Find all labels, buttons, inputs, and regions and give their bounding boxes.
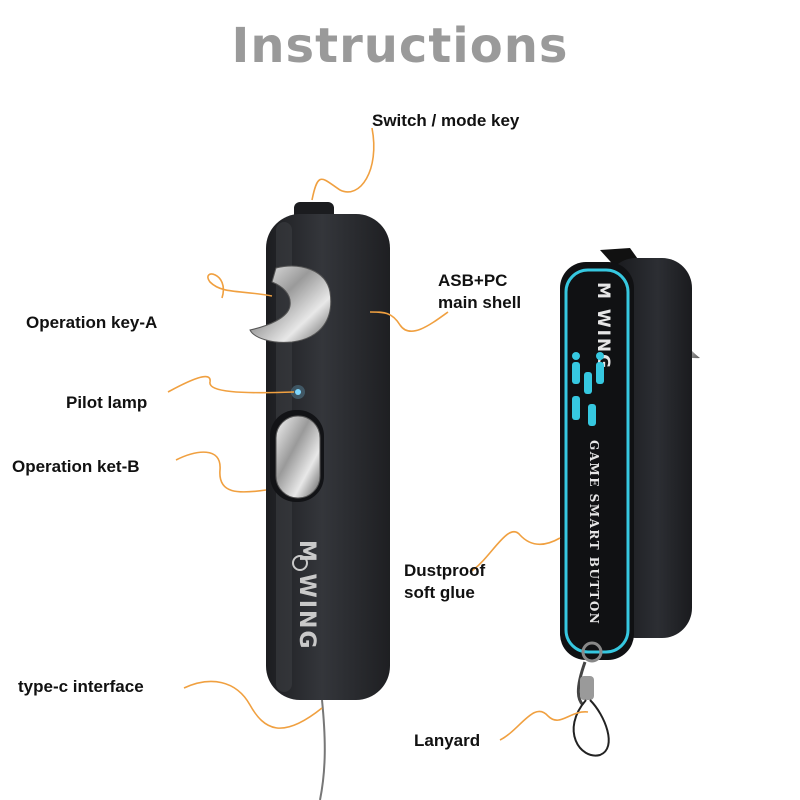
- operation-key-a: [249, 265, 332, 343]
- callout-lines: [167, 127, 589, 741]
- label-operation-key-b: Operation ket-B: [12, 457, 140, 476]
- callout-operation-key-a: [207, 273, 273, 299]
- callout-pilot-lamp: [167, 375, 295, 394]
- label-type-c-interface: type-c interface: [18, 677, 144, 696]
- callout-dustproof: [469, 531, 561, 573]
- label-lanyard: Lanyard: [414, 731, 481, 750]
- lanyard-ring: [581, 641, 603, 663]
- front-device: M WING: [249, 202, 390, 800]
- back-brand-text: M WING: [593, 282, 613, 370]
- game-figures-icon: [572, 352, 604, 426]
- callout-type-c: [183, 680, 323, 729]
- dustproof-soft-glue: [560, 262, 634, 660]
- label-operation-key-a: Operation key-A: [26, 313, 158, 332]
- crosshair-icon: [292, 555, 308, 571]
- callout-operation-key-b: [175, 451, 267, 493]
- page-title: Instructions: [231, 18, 569, 74]
- callout-switch-mode-key: [311, 127, 375, 201]
- label-dustproof-soft-glue: Dustproof soft glue: [404, 561, 486, 602]
- label-pilot-lamp: Pilot lamp: [66, 393, 148, 412]
- label-switch-mode-key: Switch / mode key: [372, 111, 520, 130]
- pilot-lamp-indicator: [295, 389, 301, 395]
- callout-main-shell: [369, 311, 449, 332]
- accent-border: [564, 268, 630, 654]
- lanyard-clasp: [580, 676, 594, 700]
- lanyard-loop: [572, 699, 610, 757]
- back-slogan-text: GAME SMART BUTTON: [587, 440, 601, 625]
- callout-lanyard: [499, 710, 589, 741]
- operation-key-b: [275, 415, 321, 499]
- label-main-shell: ASB+PC main shell: [438, 271, 522, 312]
- front-lanyard-string: [319, 699, 326, 800]
- back-device: M WING GAME SMART BUTTON: [560, 248, 700, 757]
